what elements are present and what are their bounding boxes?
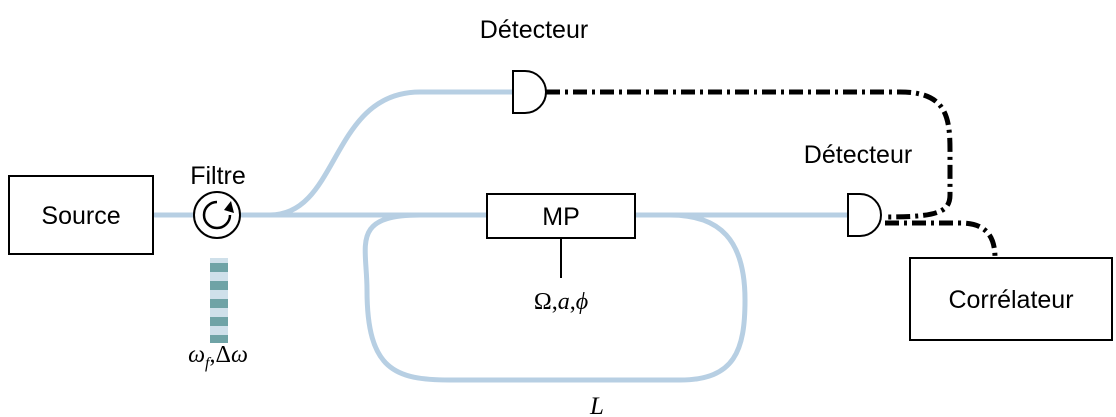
right-detector-block: Détecteur xyxy=(804,141,912,237)
signal-top-detector-to-correlator xyxy=(546,89,953,220)
signal-lines xyxy=(546,89,998,259)
circular-arrow-icon xyxy=(202,200,232,230)
filter-params-label: ωf,Δω xyxy=(188,342,248,372)
modulator-label: MP xyxy=(542,203,580,231)
right-detector-icon xyxy=(847,193,882,237)
top-detector-label: Détecteur xyxy=(480,16,588,44)
correlator-label: Corrélateur xyxy=(948,286,1073,314)
top-detector-icon xyxy=(512,70,547,114)
modulator-a: a xyxy=(558,289,570,315)
modulator-phi: ϕ xyxy=(576,289,588,315)
fiber-paths xyxy=(152,89,851,383)
modulator-comma: , xyxy=(570,289,576,315)
filter-omega-f-sub: f xyxy=(205,355,212,372)
modulator-params-label: Ω,a,ϕ xyxy=(534,289,588,315)
modulator-omega: Ω, xyxy=(534,289,558,315)
loop-length-label: L xyxy=(589,393,604,417)
right-detector-label: Détecteur xyxy=(804,141,912,169)
filter-params-rest: ,Δ xyxy=(210,342,231,368)
source-block: Source xyxy=(8,175,154,255)
filter-ring-outer xyxy=(193,191,241,239)
source-box xyxy=(8,175,154,255)
filter-drop-stripe xyxy=(210,258,228,343)
fiber-loop xyxy=(362,212,748,383)
top-detector-block: Détecteur xyxy=(480,16,588,114)
modulator-block: MP Ω,a,ϕ xyxy=(486,193,636,315)
filter-block: Filtre ωf,Δω xyxy=(188,162,248,372)
modulator-box xyxy=(486,193,636,239)
signal-right-detector-to-correlator xyxy=(885,220,998,259)
source-label: Source xyxy=(41,202,120,230)
correlator-block: Corrélateur xyxy=(909,257,1113,341)
fiber-branch-to-top-detector xyxy=(267,89,515,218)
circular-arrow-head-icon xyxy=(224,201,234,213)
filter-params-omega: ω xyxy=(231,342,248,368)
correlator-box xyxy=(909,257,1113,341)
filter-label: Filtre xyxy=(190,162,246,190)
filter-omega-f: ω xyxy=(188,342,205,368)
